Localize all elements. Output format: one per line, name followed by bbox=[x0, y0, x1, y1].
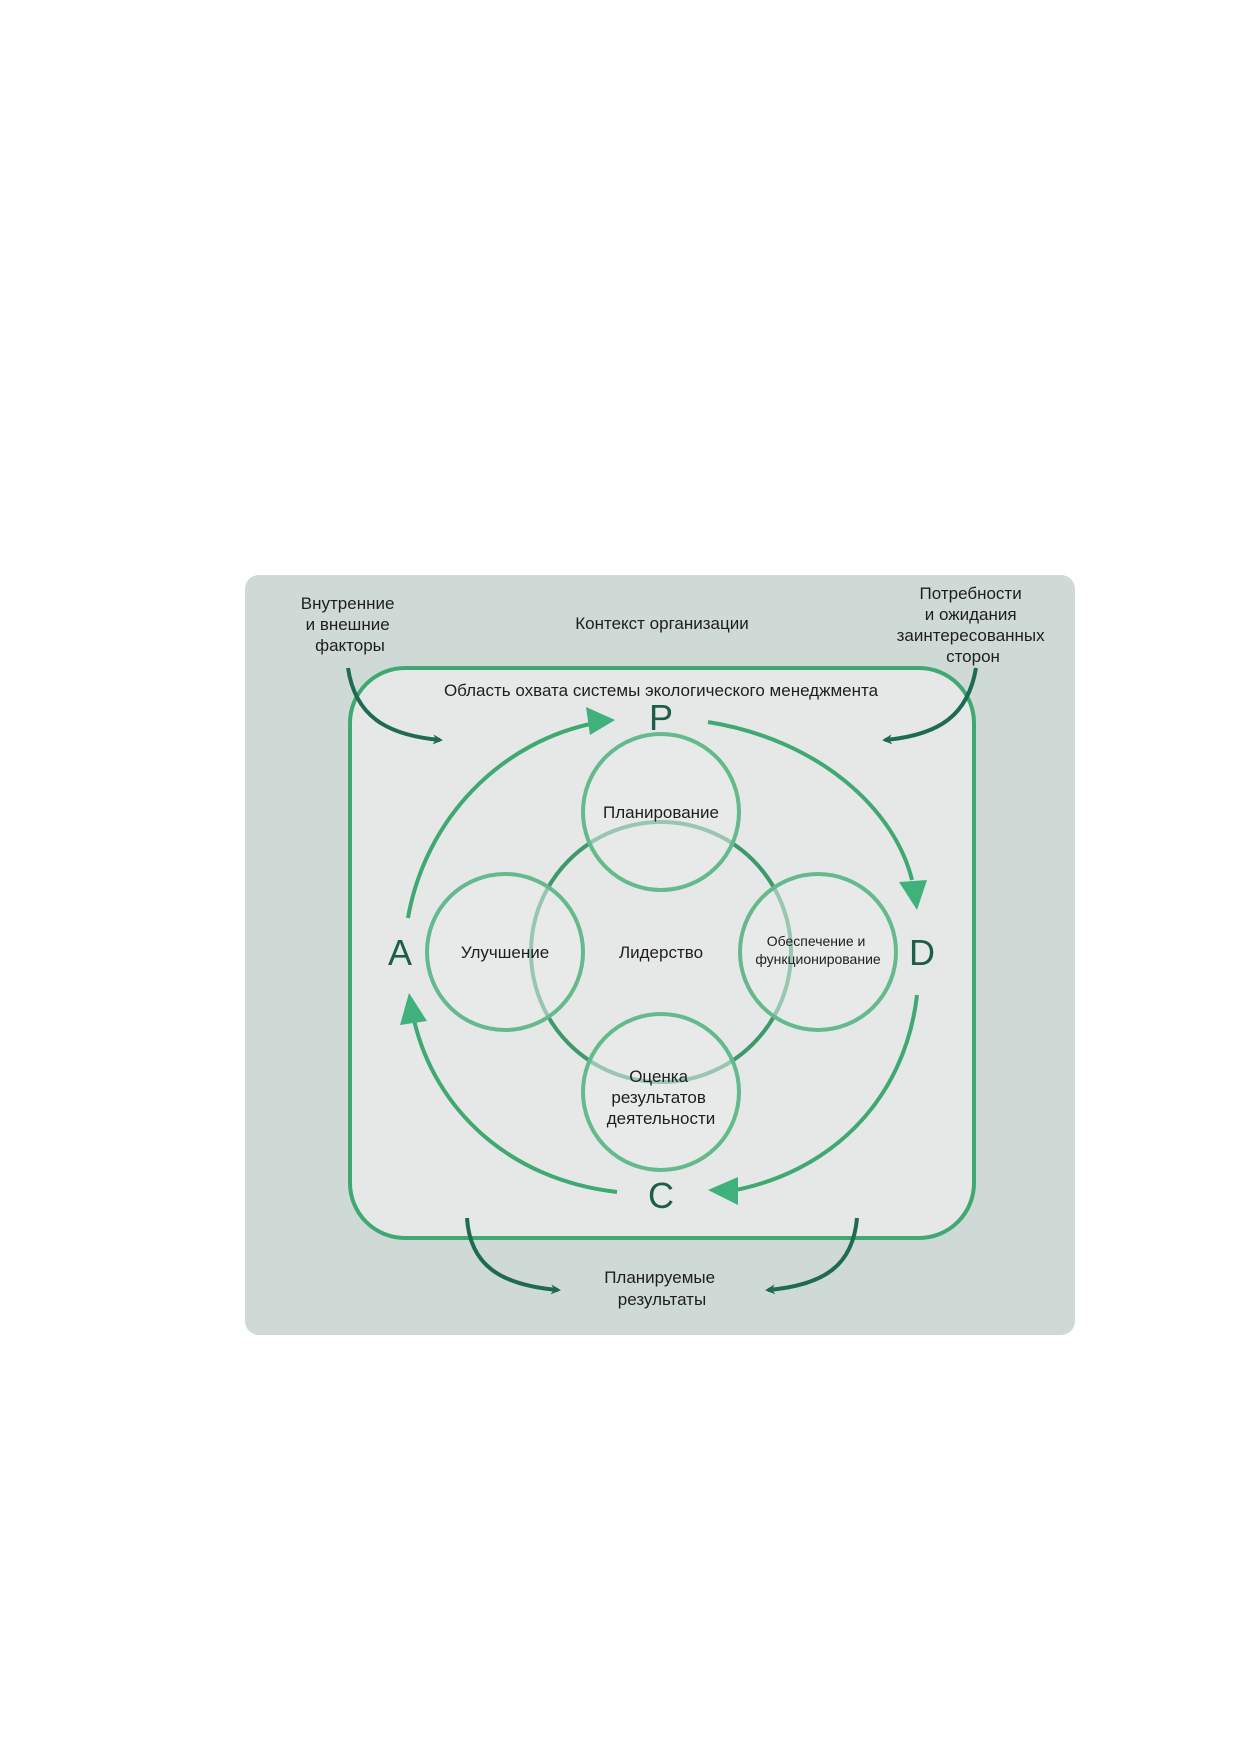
cycle-arc-p-to-d bbox=[707, 720, 914, 881]
performance-evaluation-circle bbox=[581, 1012, 741, 1172]
cycle-arrowhead-d bbox=[899, 880, 927, 910]
cycle-arc-d-to-c bbox=[724, 994, 919, 1194]
cycle-arrowhead-a bbox=[400, 993, 427, 1025]
internal-external-factors-label: Внутренние и внешние факторы bbox=[301, 594, 399, 655]
output-arrow-left bbox=[465, 1217, 561, 1295]
planning-circle bbox=[581, 732, 741, 892]
scope-label: Область охвата системы экологического ме… bbox=[444, 681, 879, 700]
support-operation-circle bbox=[738, 872, 898, 1032]
cycle-arc-a-to-p bbox=[406, 720, 601, 919]
output-arrow-right bbox=[765, 1217, 859, 1295]
context-label: Контекст организации bbox=[575, 614, 749, 633]
pdca-letter-a: A bbox=[388, 932, 412, 973]
leadership-label: Лидерство bbox=[619, 943, 703, 962]
input-arrow-left bbox=[346, 667, 443, 745]
scope-panel bbox=[348, 666, 976, 1240]
improvement-circle bbox=[425, 872, 585, 1032]
input-arrow-right bbox=[882, 667, 978, 745]
improvement-label: Улучшение bbox=[461, 943, 549, 962]
pdca-letter-d: D bbox=[909, 932, 935, 973]
pdca-letter-c: C bbox=[648, 1175, 674, 1216]
pdca-letter-p: P bbox=[649, 697, 673, 738]
cycle-arc-c-to-a bbox=[412, 1019, 618, 1194]
stakeholder-needs-label: Потребности и ожидания заинтересованных … bbox=[897, 584, 1050, 666]
performance-evaluation-label: Оценка результатов деятельности bbox=[607, 1067, 715, 1128]
cycle-arrowhead-c bbox=[708, 1177, 738, 1205]
intended-outcomes-label: Планируемые результаты bbox=[604, 1268, 720, 1309]
cycle-arrowhead-p bbox=[586, 707, 615, 735]
support-operation-label: Обеспечение и функционирование bbox=[755, 933, 881, 967]
planning-label: Планирование bbox=[603, 803, 719, 822]
